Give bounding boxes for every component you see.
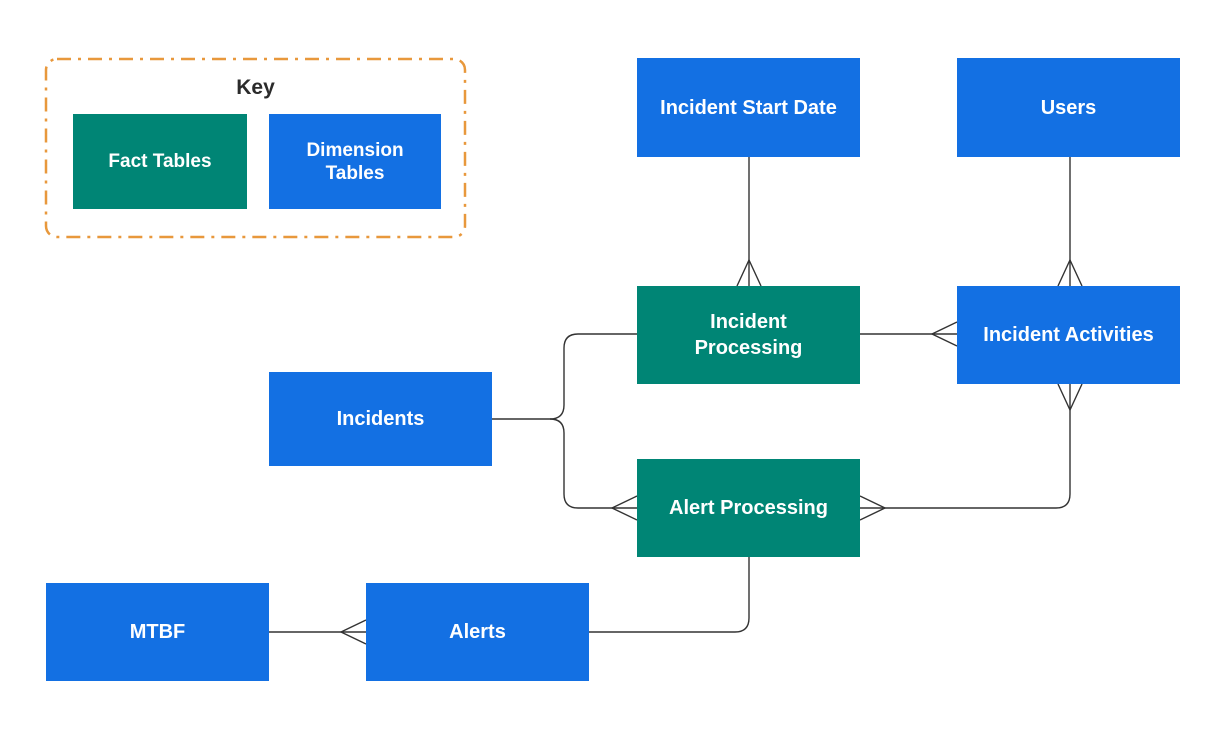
node-incident-activities[interactable]: Incident Activities bbox=[957, 286, 1180, 384]
node-incident-processing[interactable]: Incident Processing bbox=[637, 286, 860, 384]
crowfoot-alerts-left bbox=[339, 619, 367, 645]
key-border bbox=[44, 57, 467, 239]
connector-alert-processing-to-incident-activities bbox=[860, 384, 1071, 509]
key-dimension-tables-swatch: Dimension Tables bbox=[269, 114, 441, 209]
node-users[interactable]: Users bbox=[957, 58, 1180, 157]
connector-incidents-to-alert-processing bbox=[549, 418, 637, 509]
crowfoot-incident-activities-bottom bbox=[1057, 383, 1083, 412]
crowfoot-incident-activities-top bbox=[1057, 258, 1083, 287]
crowfoot-alert-processing-left bbox=[610, 495, 638, 521]
connector-alert-processing-to-alerts bbox=[589, 557, 750, 633]
node-mtbf[interactable]: MTBF bbox=[46, 583, 269, 681]
node-alert-processing[interactable]: Alert Processing bbox=[637, 459, 860, 557]
key-title: Key bbox=[236, 76, 275, 99]
node-alerts[interactable]: Alerts bbox=[366, 583, 589, 681]
key-fact-tables-swatch: Fact Tables bbox=[73, 114, 247, 209]
crowfoot-incident-processing-top bbox=[736, 258, 762, 287]
connector-incidents-to-incident-processing bbox=[492, 333, 637, 420]
node-incident-start-date[interactable]: Incident Start Date bbox=[637, 58, 860, 157]
node-incidents[interactable]: Incidents bbox=[269, 372, 492, 466]
crowfoot-incident-activities-left bbox=[930, 321, 958, 347]
crowfoot-alert-processing-right bbox=[859, 495, 887, 521]
